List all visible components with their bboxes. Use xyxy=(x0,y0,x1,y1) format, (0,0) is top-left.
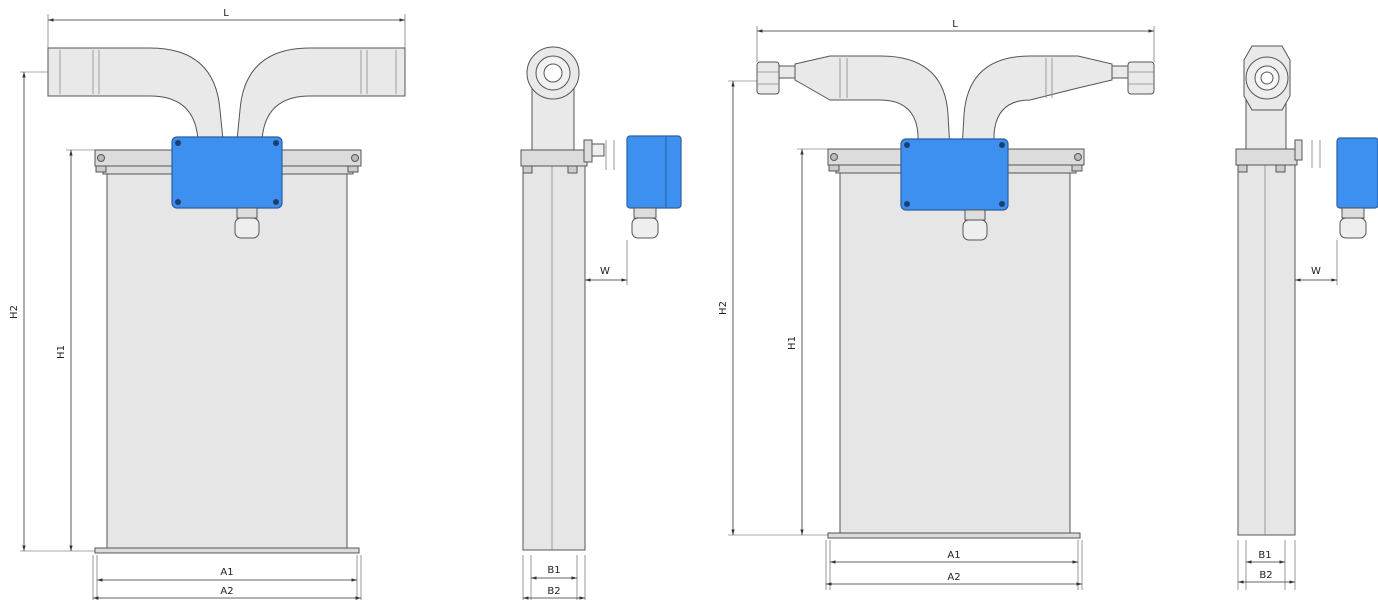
junction-box xyxy=(171,136,283,209)
cable-gland-nut xyxy=(234,217,260,239)
sensor-housing-side xyxy=(1237,164,1296,536)
fitting-neck xyxy=(1111,65,1129,79)
base-plate xyxy=(827,532,1081,539)
screw-icon xyxy=(273,199,279,205)
cable-gland-nut xyxy=(962,219,988,241)
cable-gland xyxy=(633,207,657,219)
mount-arm xyxy=(591,143,605,157)
nut-icon xyxy=(522,165,533,174)
dim-label-b2: B2 xyxy=(1259,570,1272,581)
side-view-threaded-ends: W B1 B2 xyxy=(1235,45,1378,590)
dim-label-l: L xyxy=(223,8,229,19)
cable-gland xyxy=(964,209,986,221)
dim-label-a2: A2 xyxy=(947,572,960,583)
hex-nut-left xyxy=(756,61,780,95)
screw-icon xyxy=(175,199,181,205)
nut-icon xyxy=(1071,164,1083,172)
dim-label-a1: A1 xyxy=(947,550,960,561)
flow-tube xyxy=(794,55,1113,150)
dim-label-h1: H1 xyxy=(56,345,67,359)
dim-label-h2: H2 xyxy=(718,301,729,315)
front-view-plain-ends: L H2 H1 A1 A2 xyxy=(9,8,406,600)
dim-label-w: W xyxy=(600,266,610,277)
top-flange-side xyxy=(520,149,588,167)
cable-gland xyxy=(1341,207,1365,219)
bolt-icon xyxy=(97,154,105,162)
nut-icon xyxy=(828,164,840,172)
cable-gland xyxy=(236,207,258,219)
dim-label-h1: H1 xyxy=(787,336,798,350)
side-view-plain-ends: W B1 B2 xyxy=(520,46,682,600)
screw-icon xyxy=(904,201,910,207)
hex-nut-right xyxy=(1127,61,1155,95)
cable-gland-nut xyxy=(1339,217,1367,239)
bolt-icon xyxy=(830,153,838,161)
dim-label-l: L xyxy=(952,19,958,30)
nut-icon xyxy=(567,165,578,174)
screw-icon xyxy=(999,142,1005,148)
sensor-housing xyxy=(839,164,1071,536)
flow-tube xyxy=(47,47,406,151)
junction-box-side xyxy=(626,135,682,209)
nut-icon xyxy=(95,165,107,173)
dim-label-b1: B1 xyxy=(547,565,560,576)
dim-label-h2: H2 xyxy=(9,305,20,319)
dim-label-w: W xyxy=(1311,266,1321,277)
dim-label-a1: A1 xyxy=(220,567,233,578)
dim-label-a2: A2 xyxy=(220,586,233,597)
sensor-housing-side xyxy=(522,165,586,551)
screw-icon xyxy=(904,142,910,148)
junction-box-side xyxy=(1336,137,1378,209)
fitting-neck xyxy=(778,65,796,79)
nut-icon xyxy=(1237,164,1248,173)
bracket xyxy=(1294,139,1303,161)
nut-icon xyxy=(1275,164,1286,173)
top-flange-side xyxy=(1235,148,1298,166)
bolt-icon xyxy=(1074,153,1082,161)
cable-gland-nut xyxy=(631,217,659,239)
sensor-housing xyxy=(106,165,348,551)
base-plate xyxy=(94,547,360,554)
screw-icon xyxy=(175,140,181,146)
front-view-threaded-ends: L H2 H1 A1 A2 xyxy=(718,19,1155,590)
bolt-icon xyxy=(351,154,359,162)
screw-icon xyxy=(273,140,279,146)
dim-label-b2: B2 xyxy=(547,586,560,597)
nut-icon xyxy=(347,165,359,173)
screw-icon xyxy=(999,201,1005,207)
dim-label-b1: B1 xyxy=(1258,550,1271,561)
bracket xyxy=(583,139,593,163)
junction-box xyxy=(900,138,1009,211)
